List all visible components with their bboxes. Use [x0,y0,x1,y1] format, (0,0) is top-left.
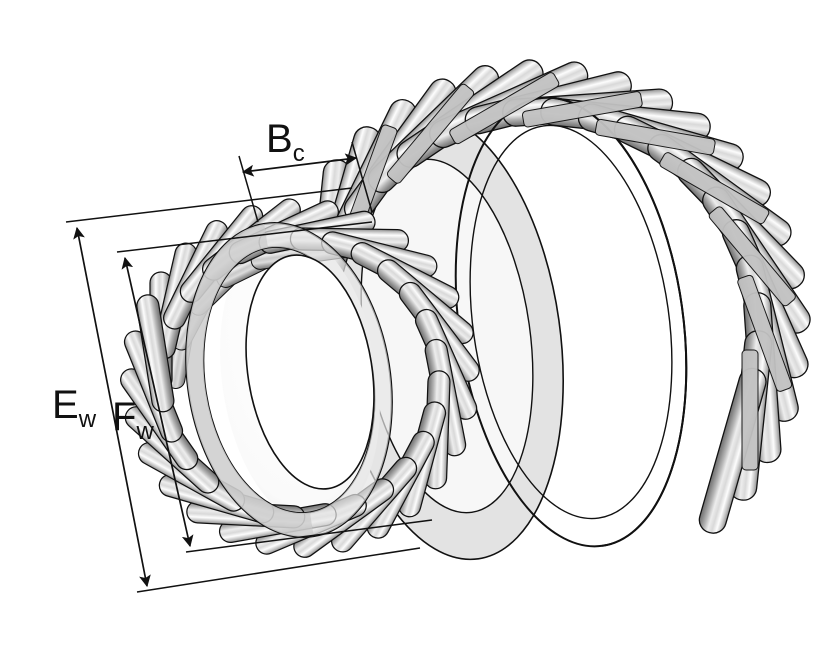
dimension-Fw-label: Fw [112,395,154,445]
dimension-Ew-subscript: w [78,406,97,433]
dimension-Fw: Fw [112,221,433,553]
dimension-Bc-line [241,153,358,177]
dimension-Fw-extension-upper [116,221,373,253]
dimension-Ew-extension-lower [136,547,421,593]
dimension-Bc-subscript: c [293,140,305,167]
dimension-Bc: Bc [238,117,373,223]
dimension-Ew-symbol: E [52,383,79,427]
rear-bearing [307,59,811,561]
rear-bearing-cage-bridges [342,72,796,471]
dimension-Fw-extension-lower [185,519,433,553]
dimension-Fw-symbol: F [112,395,136,439]
dimension-Ew-label: Ew [52,383,97,433]
dimension-Bc-symbol: B [266,117,293,161]
front-bearing [120,198,480,558]
front-bearing-bore [245,254,375,490]
dimension-Ew-extension-upper [65,187,353,223]
dimension-Fw-subscript: w [135,418,154,445]
dimension-Bc-label: Bc [266,117,305,167]
dimension-Fw-line [121,256,194,548]
